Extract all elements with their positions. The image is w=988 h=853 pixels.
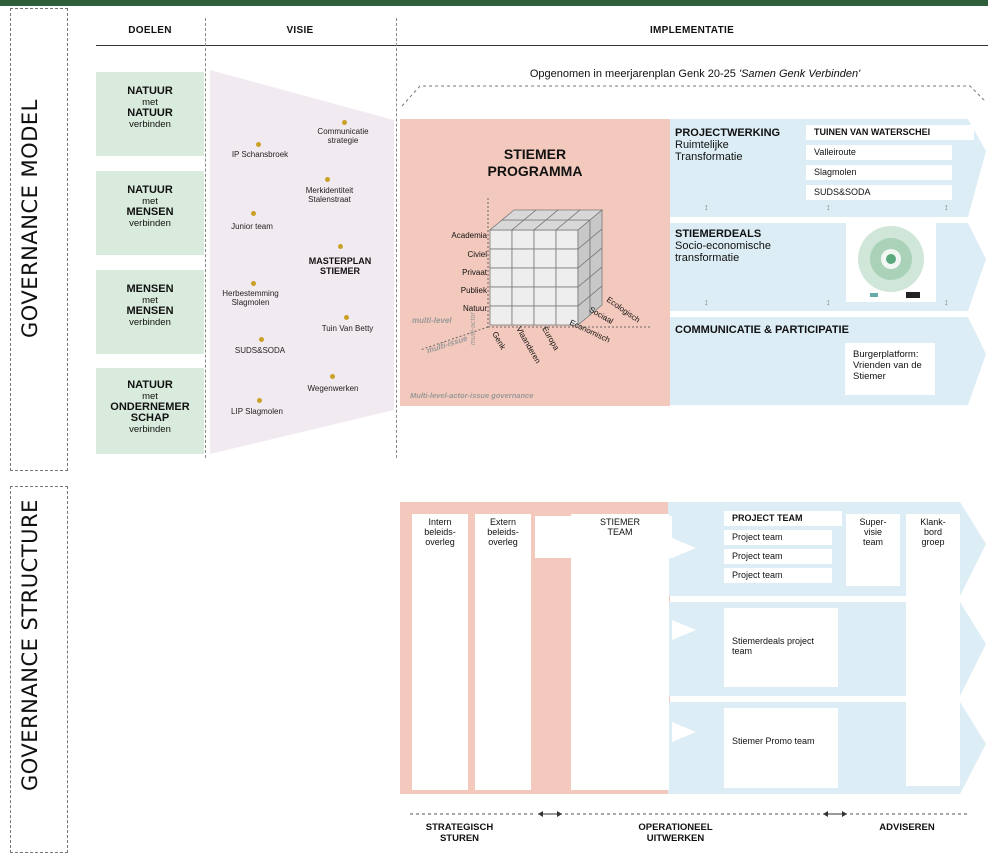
vertical-double-arrow: ↕ [826, 202, 831, 212]
visie-masterplan: MASTERPLAN STIEMER [308, 256, 372, 276]
visie-dot [330, 374, 335, 379]
projectwerking-heading: PROJECTWERKING Ruimtelijke Transformatie [675, 127, 781, 163]
visie-ip-schansbroek: IP Schansbroek [231, 150, 289, 159]
governance-model-frame [10, 8, 68, 471]
visie-tuin-van-betty: Tuin Van Betty [321, 324, 374, 333]
vertical-double-arrow: ↕ [704, 202, 709, 212]
vertical-double-arrow: ↕ [704, 297, 709, 307]
visie-dot [251, 281, 256, 286]
stiemerdeals-diagram-thumbnail [846, 221, 936, 302]
visie-dot [257, 398, 262, 403]
subtitle-plain: Opgenomen in meerjarenplan Genk 20-25 [529, 68, 739, 80]
footer-operationeel: OPERATIONEEL UITWERKEN [638, 822, 713, 844]
header-doelen: DOELEN [128, 25, 172, 36]
project-team-head: PROJECT TEAM [724, 511, 842, 526]
project-item: Valleiroute [806, 145, 952, 160]
cube-row-label: Privaat [462, 268, 487, 277]
vertical-double-arrow: ↕ [944, 202, 949, 212]
subtitle-bracket [401, 85, 987, 107]
stiemerdeals-project-team-box: Stiemerdeals project team [724, 608, 838, 687]
burgerplatform-box: Burgerplatform: Vrienden van de Stiemer [845, 343, 935, 395]
visie-dot [325, 177, 330, 182]
visie-funnel [210, 70, 394, 454]
cube-row-label: Civiel [467, 250, 487, 259]
stiemer-team-box: STIEMER TEAM [571, 514, 669, 790]
governance-model-label: GOVERNANCE MODEL [18, 99, 42, 338]
subtitle-italic: 'Samen Genk Verbinden' [738, 68, 861, 80]
project-item: SUDS&SODA [806, 185, 952, 200]
header-visie: VISIE [286, 25, 314, 36]
stiemer-promo-team-box: Stiemer Promo team [724, 708, 838, 788]
vertical-double-arrow: ↕ [944, 297, 949, 307]
visie-dot [256, 142, 261, 147]
footer-adviseren: ADVISEREN [879, 822, 935, 833]
visie-dot [259, 337, 264, 342]
supervisie-team-box: Super- visie team [846, 514, 900, 586]
governance-structure-label: GOVERNANCE STRUCTURE [18, 499, 42, 791]
visie-dot [342, 120, 347, 125]
visie-wegenwerken: Wegenwerken [307, 384, 359, 393]
cube-row-label: Natuur [462, 304, 487, 313]
stiemerdeals-heading: STIEMERDEALS Socio-economische transform… [675, 228, 771, 264]
footer-strategisch: STRATEGISCH STUREN [425, 822, 494, 844]
project-team-item: Project team [724, 568, 832, 583]
implementation-subtitle: Opgenomen in meerjarenplan Genk 20-25 'S… [420, 68, 970, 80]
visie-suds-soda: SUDS&SODA [234, 346, 286, 355]
header-implementatie: IMPLEMENTATIE [649, 25, 735, 36]
visie-lip-slagmolen: LIP Slagmolen [231, 407, 283, 416]
visie-dot [338, 244, 343, 249]
visie-merkidentiteit: Merkidentiteit Stalenstraat [305, 186, 354, 204]
axis-multi-level: multi-level [412, 316, 452, 325]
visie-dot [344, 315, 349, 320]
project-team-item: Project team [724, 530, 832, 545]
visie-junior-team: Junior team [231, 222, 273, 231]
footer-dashes [410, 811, 970, 817]
governance-cube [419, 198, 650, 351]
communicatie-heading: COMMUNICATIE & PARTICIPATIE [675, 324, 849, 336]
cube-row-label: Publiek [460, 286, 487, 295]
programma-footer: Multi-level-actor-issue governance [410, 391, 534, 400]
vertical-double-arrow: ↕ [826, 297, 831, 307]
klankbord-groep-box: Klank- bord groep [906, 514, 960, 786]
project-item: Slagmolen [806, 165, 952, 180]
visie-herbestemming: Herbestemming Slagmolen [222, 289, 279, 307]
visie-dot [251, 211, 256, 216]
column-divider-2 [396, 18, 397, 458]
extern-beleidsoverleg-box: Extern beleids- overleg [475, 514, 531, 790]
cube-row-label: Academia [451, 231, 487, 240]
axis-multi-actor: multi-actor [470, 312, 477, 345]
column-divider-1 [205, 18, 206, 458]
visie-communicatie: Communicatie strategie [317, 127, 369, 145]
project-team-item: Project team [724, 549, 832, 564]
intern-beleidsoverleg-box: Intern beleids- overleg [412, 514, 468, 790]
top-color-bar [0, 0, 988, 6]
project-item: TUINEN VAN WATERSCHEI [806, 125, 974, 140]
header-rule [96, 45, 988, 46]
